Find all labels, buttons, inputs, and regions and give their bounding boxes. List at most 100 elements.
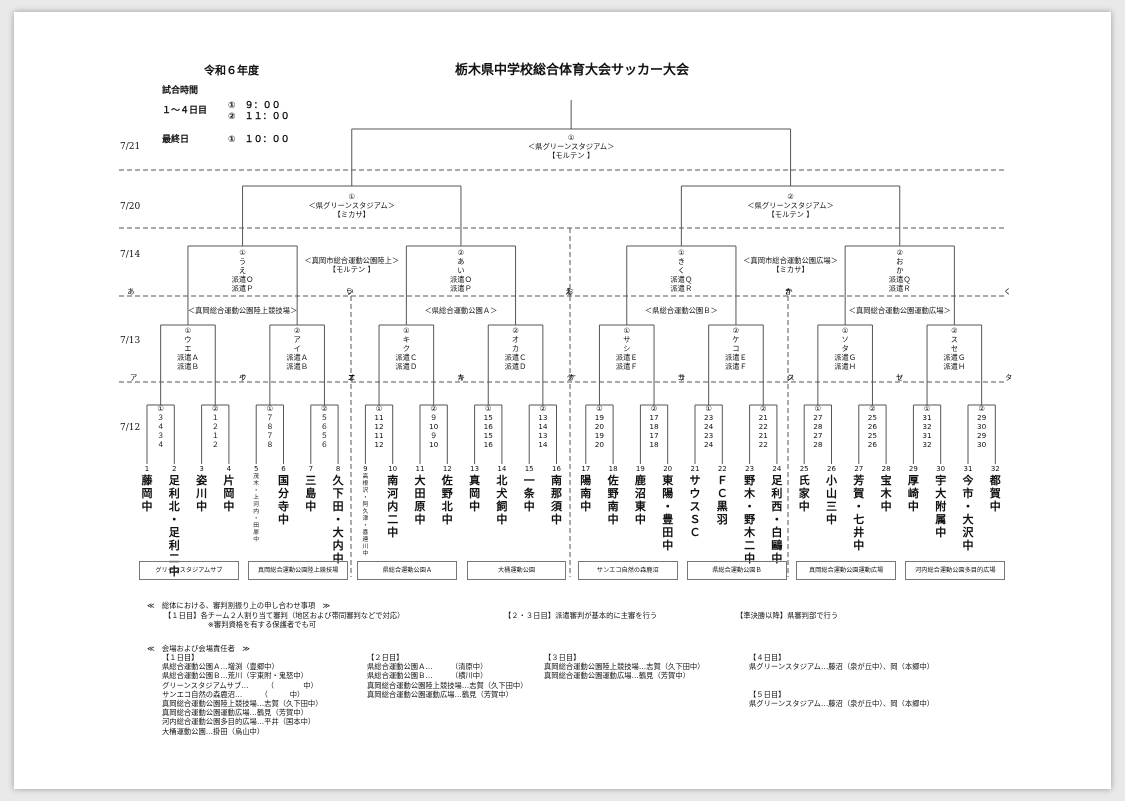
team-name: 芳 賀 ・ 七 井 中 xyxy=(853,474,865,552)
r2-winner-label: ア xyxy=(129,373,138,382)
r1-match-node: ② ５ ６ ５ ６ xyxy=(320,404,329,449)
r2-winner-label: キ xyxy=(457,373,465,382)
team-number: 17 xyxy=(581,465,591,473)
team-number: 10 xyxy=(388,465,398,473)
r1-match-node: ② 13 14 13 14 xyxy=(538,404,548,449)
r2-winner-label: タ xyxy=(1004,373,1013,382)
final-day-label: 最終日 xyxy=(162,135,190,145)
semi-match-node: ② ＜県グリーンスタジアム＞ 【モルテン 】 xyxy=(747,192,834,219)
team-name: 久 下 田 ・ 大 内 中 xyxy=(332,474,344,565)
r1-venue-box: グリーンスタジアムサブ xyxy=(139,561,239,580)
team-number: 31 xyxy=(963,465,973,473)
r2-match-node: ① ウ エ 派遣Ａ 派遣Ｂ xyxy=(176,326,199,371)
team-name: 真 岡 中 xyxy=(469,474,481,513)
team-number: 22 xyxy=(717,465,727,473)
qf-venue-left: ＜真岡市総合運動公園陸上＞ 【モルテン 】 xyxy=(304,256,400,274)
team-name: 姿 川 中 xyxy=(196,474,208,513)
r2-venue-label: ＜県総合運動公園Ｂ＞ xyxy=(644,306,718,315)
page-title: 栃木県中学校総合体育大会サッカー大会 xyxy=(455,63,690,78)
team-name: 大 田 原 中 xyxy=(414,474,426,526)
r3-winner-label: く xyxy=(1003,287,1011,296)
r1-match-node: ① 27 28 27 28 xyxy=(813,404,823,449)
team-number: 12 xyxy=(442,465,452,473)
team-name: 野 木 ・ 野 木 二 中 xyxy=(744,474,756,565)
qf-match-node: ② あ い 派遣Ｏ 派遣Ｐ xyxy=(449,248,472,293)
team-name: 氏 家 中 xyxy=(798,474,810,513)
team-name: 藤 岡 中 xyxy=(141,474,153,513)
r2-winner-label: サ xyxy=(677,373,686,382)
team-name: 厚 崎 中 xyxy=(907,474,919,513)
team-name: 南 河 内 二 中 xyxy=(387,474,399,539)
team-number: 27 xyxy=(854,465,864,473)
team-name: 足 利 西 ・ 白 鷗 中 xyxy=(771,474,783,565)
team-number: 7 xyxy=(308,465,314,473)
team-name: 宇 大 附 属 中 xyxy=(935,474,947,539)
team-number: 1 xyxy=(144,465,150,473)
r3-winner-label: い xyxy=(346,287,354,296)
r2-winner-label: コ xyxy=(677,373,685,382)
venue-day1: 【１日目】 県総合運動公園Ａ…増渕（豊郷中） 県総合運動公園Ｂ…荒川（宇東附・鬼… xyxy=(162,653,323,736)
team-number: 15 xyxy=(524,465,534,473)
team-number: 28 xyxy=(881,465,891,473)
semi-match-node: ① ＜県グリーンスタジアム＞ 【ミカサ】 xyxy=(308,192,396,219)
r1-match-node: ② 25 26 25 26 xyxy=(867,404,878,449)
team-number: 21 xyxy=(690,465,700,473)
r2-match-node: ① ソ タ 派遣Ｇ 派遣Ｈ xyxy=(834,326,857,371)
qf-match-node: ① き く 派遣Ｑ 派遣Ｒ xyxy=(670,248,693,293)
team-number: 2 xyxy=(172,465,177,473)
r2-winner-label: ク xyxy=(566,373,574,382)
r2-match-node: ② ア イ 派遣Ａ 派遣Ｂ xyxy=(286,326,309,371)
team-name: 佐 野 南 中 xyxy=(607,474,619,526)
r2-match-node: ② オ カ 派遣Ｃ 派遣Ｄ xyxy=(504,326,527,371)
r2-match-node: ② ケ コ 派遣Ｅ 派遣Ｆ xyxy=(724,326,747,371)
team-number: 25 xyxy=(799,465,809,473)
team-name: 東 陽 ・ 豊 田 中 xyxy=(662,474,674,552)
document-page: 令和６年度 栃木県中学校総合体育大会サッカー大会 試合時間 １～４日目 ① ９：… xyxy=(14,12,1111,789)
days-1-4-times: ① ９：００ ② １１：００ xyxy=(228,101,290,122)
r1-match-node: ② 21 22 21 22 xyxy=(758,404,768,449)
era-label: 令和６年度 xyxy=(204,64,259,77)
r3-winner-label: う xyxy=(345,287,353,296)
referee-heading: ≪ 総体における、審判割振り上の申し合わせ事項 ≫ xyxy=(147,601,331,610)
referee-day1: 【１日目】各チーム２人割り当て審判（地区および帯同審判などで対応） ※審判資格を… xyxy=(164,611,405,630)
r2-winner-label: ケ xyxy=(568,373,577,382)
r2-venue-label: ＜真岡総合運動公園運動広場＞ xyxy=(848,306,951,315)
venue-day4: 【４日目】 県グリーンスタジアム…藤沼（泉が丘中）、岡（本郷中） xyxy=(749,653,935,672)
referee-semis: 【準決勝以降】県審判部で行う xyxy=(736,611,839,620)
team-name: 宝 木 中 xyxy=(880,474,892,513)
team-name: 南 那 須 中 xyxy=(551,474,562,526)
r2-venue-label: ＜県総合運動公園Ａ＞ xyxy=(424,306,498,315)
team-name: 小 山 三 中 xyxy=(826,474,837,526)
bracket-lines xyxy=(119,100,1006,577)
qf-match-node: ① う え 派遣Ｏ 派遣Ｐ xyxy=(231,248,254,293)
team-name: 北 犬 飼 中 xyxy=(496,474,508,526)
team-name: 片 岡 中 xyxy=(223,474,235,513)
r1-match-node: ① 11 12 11 12 xyxy=(374,404,384,449)
team-name: 今 市 ・ 大 沢 中 xyxy=(962,474,974,552)
r2-winner-label: エ xyxy=(347,373,356,382)
date-round2: 7/13 xyxy=(120,336,141,346)
r1-venue-box: 河内総合運動公園多目的広場 xyxy=(905,561,1006,580)
venue-heading: ≪ 会場および会場責任者 ≫ xyxy=(147,644,250,653)
team-number: 20 xyxy=(663,465,673,473)
team-number: 6 xyxy=(281,465,286,473)
team-number: 14 xyxy=(497,465,507,473)
team-number: 5 xyxy=(253,465,259,473)
r1-match-node: ① ７ ８ ７ ８ xyxy=(266,404,274,449)
team-name: 国 分 寺 中 xyxy=(278,474,289,526)
team-number: 24 xyxy=(772,465,782,473)
r2-winner-label: イ xyxy=(238,373,246,382)
r2-match-node: ① サ シ 派遣Ｅ 派遣Ｆ xyxy=(615,326,638,371)
team-number: 23 xyxy=(745,465,755,473)
team-name: 佐 野 北 中 xyxy=(441,474,453,526)
r1-match-node: ① 23 24 23 24 xyxy=(703,404,714,449)
team-name: Ｆ Ｃ 黒 羽 xyxy=(716,474,728,526)
qf-venue-right: ＜真岡市総合運動公園広場＞ 【ミカサ】 xyxy=(743,256,838,274)
r1-venue-box: 県総合運動公園Ａ xyxy=(357,561,458,580)
team-name: 茂 木 ・ 上 河 内 ・ 田 原 中 xyxy=(253,474,260,543)
r3-winner-label: あ xyxy=(127,287,135,296)
team-number: 11 xyxy=(415,465,425,473)
r1-venue-box: 真岡総合運動公園運動広場 xyxy=(796,561,897,580)
team-number: 26 xyxy=(827,465,836,473)
match-time-label: 試合時間 xyxy=(162,86,199,96)
